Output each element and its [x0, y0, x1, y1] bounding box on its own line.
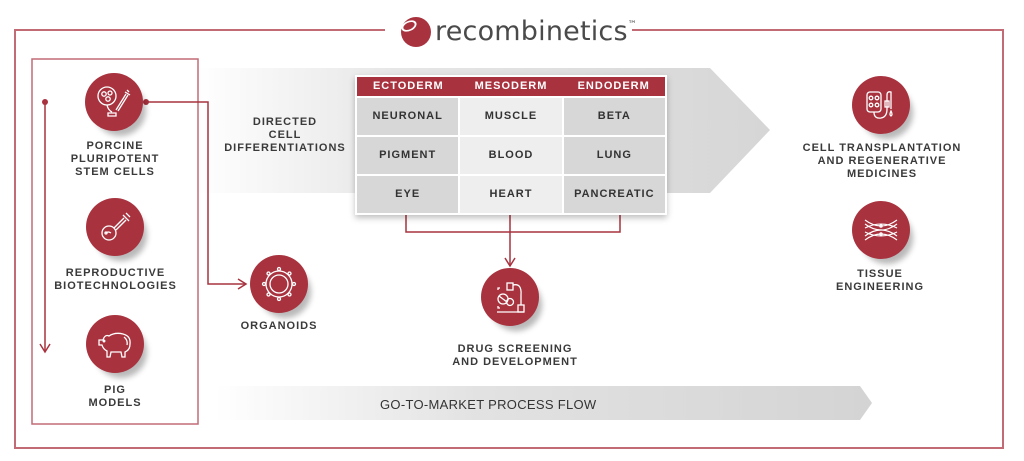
reproductive-biotech-label: REPRODUCTIVE BIOTECHNOLOGIES: [48, 267, 183, 293]
outer-frame: [14, 29, 1004, 449]
syringe-cell-icon: [101, 212, 131, 241]
label-line: AND REGENERATIVE: [817, 155, 947, 167]
organoids-circle: [250, 255, 308, 313]
label-line: ENGINEERING: [835, 281, 924, 293]
label-line: BIOTECHNOLOGIES: [54, 280, 177, 292]
brand-name: recombinetics™: [435, 16, 637, 47]
table-header: ECTODERM MESODERM ENDODERM: [357, 77, 665, 96]
label-line: DIFFERENTIATIONS: [224, 142, 346, 154]
table-cell: PANCREATIC: [561, 176, 665, 213]
logo-mark-icon: [401, 17, 431, 47]
header-mesoderm: MESODERM: [474, 80, 548, 92]
petri-dish-syringe-icon: [97, 86, 131, 117]
germ-layer-table: ECTODERM MESODERM ENDODERM NEURONAL MUSC…: [355, 75, 667, 215]
reproductive-biotech-circle: [86, 198, 144, 256]
tissue-engineering-circle: [852, 201, 910, 259]
organoid-icon: [261, 266, 297, 302]
pig-icon: [98, 332, 131, 358]
table-cell: MUSCLE: [458, 98, 562, 135]
label-line: DIRECTED: [252, 116, 318, 128]
table-row: EYE HEART PANCREATIC: [357, 174, 665, 213]
table-cell: NEURONAL: [357, 98, 459, 135]
pig-models-label: PIG MODELS: [60, 384, 170, 410]
label-line: PIG: [104, 384, 126, 396]
cell-transplantation-label: CELL TRANSPLANTATION AND REGENERATIVE ME…: [796, 142, 968, 181]
label-line: STEM CELLS: [75, 166, 155, 178]
table-cell: PIGMENT: [357, 137, 459, 174]
cell-transplantation-circle: [852, 76, 910, 134]
label-line: REPRODUCTIVE: [65, 267, 166, 279]
label-line: MODELS: [88, 397, 142, 409]
tissue-engineering-label: TISSUE ENGINEERING: [820, 268, 940, 294]
label-line: PLURIPOTENT: [70, 153, 160, 165]
drug-screening-circle: [481, 268, 539, 326]
iv-bag-icon: [866, 91, 893, 119]
brand-logo: [398, 14, 432, 48]
table-cell: HEART: [458, 176, 562, 213]
table-cell: LUNG: [561, 137, 665, 174]
header-ectoderm: ECTODERM: [372, 80, 444, 92]
go-to-market-label: GO-TO-MARKET PROCESS FLOW: [380, 397, 597, 412]
porcine-stem-cells-label: PORCINE PLURIPOTENT STEM CELLS: [60, 140, 170, 179]
directed-differentiation-label: DIRECTED CELL DIFFERENTIATIONS: [222, 116, 348, 155]
label-line: AND DEVELOPMENT: [452, 356, 578, 368]
organoids-label: ORGANOIDS: [228, 320, 330, 333]
tissue-fibers-icon: [864, 219, 898, 241]
table-row: NEURONAL MUSCLE BETA: [357, 96, 665, 135]
table-cell: EYE: [357, 176, 459, 213]
table-cell: BLOOD: [458, 137, 562, 174]
pig-models-circle: [86, 315, 144, 373]
label-line: MEDICINES: [846, 168, 918, 180]
go-to-market-arrow: [215, 386, 872, 420]
label-line: DRUG SCREENING: [457, 343, 573, 355]
header-endoderm: ENDODERM: [577, 80, 650, 92]
label-line: ORGANOIDS: [240, 320, 318, 332]
table-row: PIGMENT BLOOD LUNG: [357, 135, 665, 174]
label-line: PORCINE: [86, 140, 144, 152]
microscope-pills-icon: [497, 282, 525, 313]
table-cell: BETA: [561, 98, 665, 135]
label-line: CELL TRANSPLANTATION: [802, 142, 962, 154]
drug-screening-label: DRUG SCREENING AND DEVELOPMENT: [440, 343, 590, 369]
label-line: TISSUE: [857, 268, 903, 280]
label-line: CELL: [268, 129, 302, 141]
porcine-stem-cells-circle: [85, 73, 143, 131]
sources-box: [31, 58, 199, 425]
